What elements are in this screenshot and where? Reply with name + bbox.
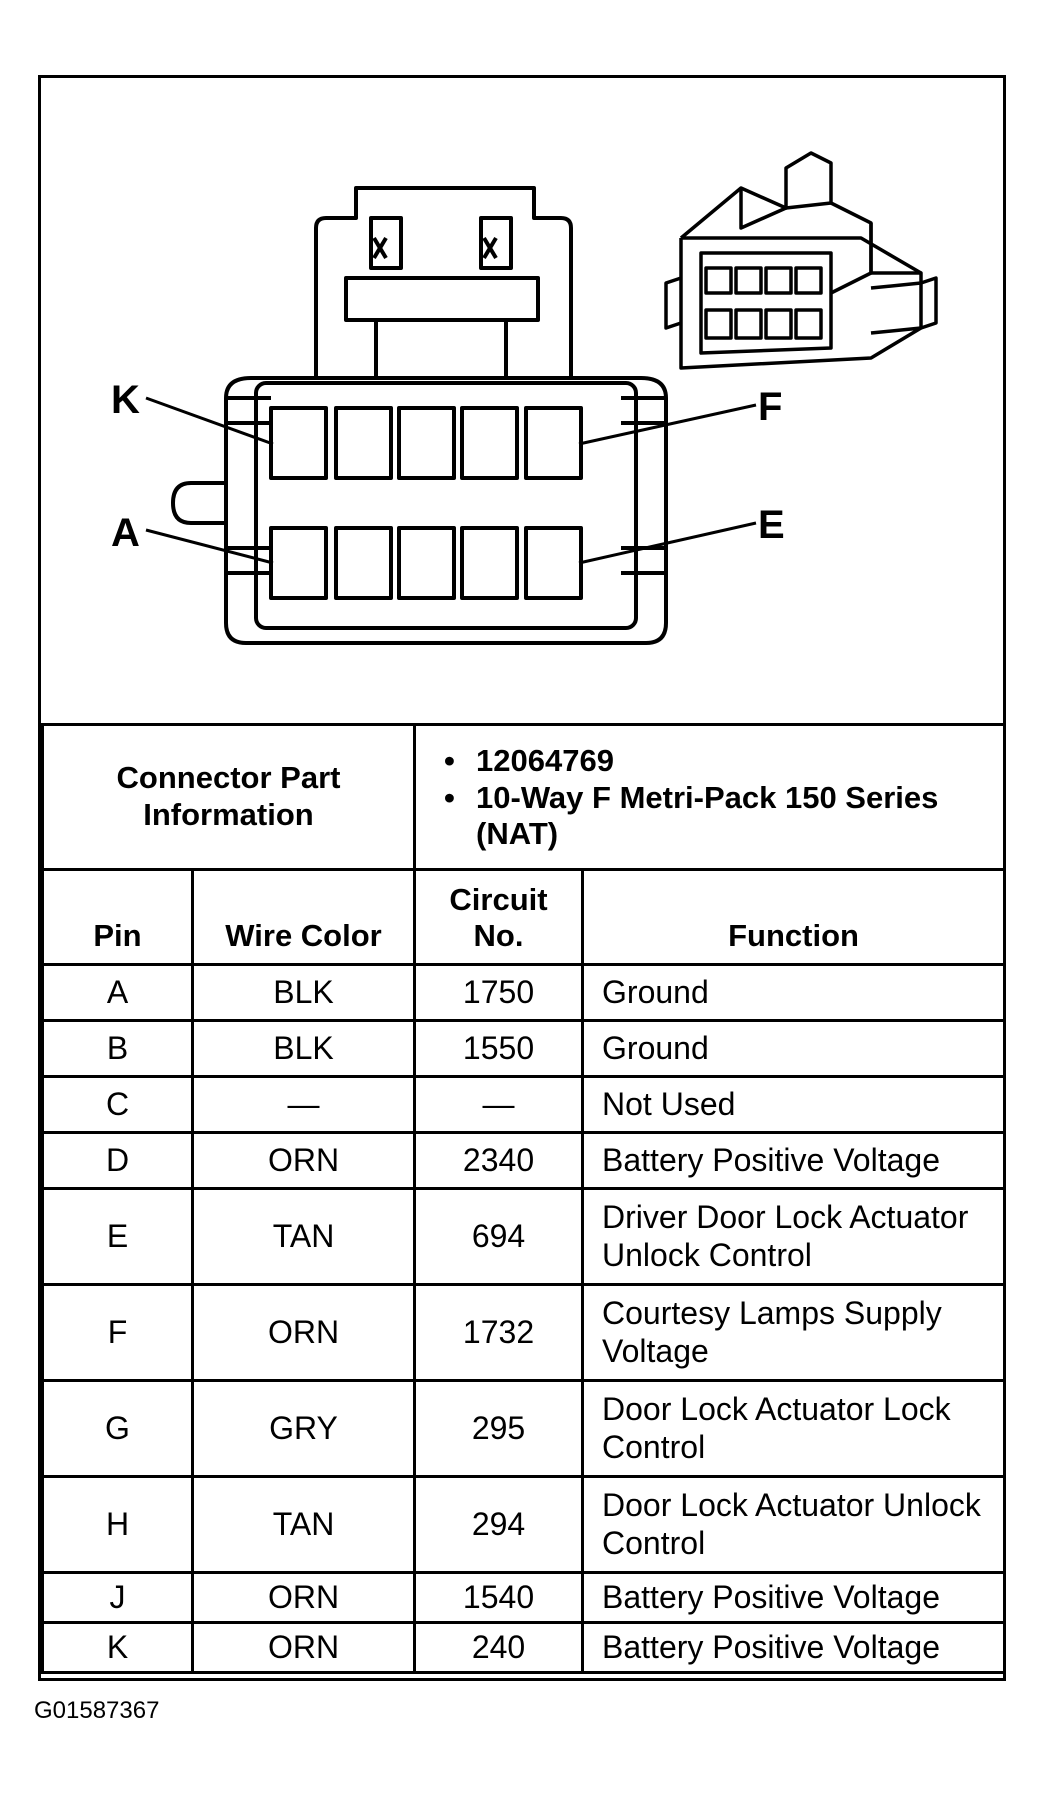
pin-cavity-e — [524, 526, 583, 600]
wire-color-cell: ORN — [190, 1131, 417, 1190]
function-cell: Ground — [581, 1019, 1007, 1078]
connector-info-list: 12064769 10-Way F Metri-Pack 150 Series … — [413, 723, 1007, 871]
leader-line-f — [578, 403, 757, 446]
connector-pinout-table: Connector Part Information 12064769 10-W… — [40, 723, 1007, 1674]
circuit-cell: 1540 — [413, 1571, 585, 1624]
pin-label-a: A — [111, 511, 140, 555]
pin-cell: B — [41, 1019, 194, 1078]
circuit-cell: 240 — [413, 1621, 585, 1674]
function-cell: Battery Positive Voltage — [581, 1131, 1007, 1190]
connector-info-row: Connector Part Information 12064769 10-W… — [40, 723, 1007, 871]
function-cell: Door Lock Actuator Lock Control — [581, 1379, 1007, 1478]
pin-cell: K — [41, 1621, 194, 1674]
pin-cavity-k — [269, 406, 328, 480]
function-cell: Ground — [581, 963, 1007, 1022]
wire-color-cell: — — [190, 1075, 417, 1134]
header-pin: Pin — [41, 868, 194, 966]
wire-color-cell: ORN — [190, 1283, 417, 1382]
circuit-cell: 1732 — [413, 1283, 585, 1382]
connector-isometric-illustration — [664, 151, 938, 370]
function-cell: Not Used — [581, 1075, 1007, 1134]
connector-face-diagram: K A F E — [111, 151, 938, 645]
header-wire-color: Wire Color — [190, 868, 417, 966]
pin-cavity-j — [334, 406, 393, 480]
connector-side-peg — [171, 481, 226, 525]
pin-label-k: K — [111, 378, 140, 422]
pin-cavity-a — [269, 526, 328, 600]
pin-cavity-d — [460, 526, 519, 600]
circuit-cell: 2340 — [413, 1131, 585, 1190]
connector-figure-frame: K A F E Connector Part Information 12064… — [38, 75, 1007, 1681]
pin-label-f: F — [758, 385, 782, 429]
figure-id: G01587367 — [34, 1697, 160, 1724]
connector-latch — [344, 276, 540, 322]
connector-face-inner — [254, 381, 638, 630]
connector-part-number: 12064769 — [444, 743, 993, 780]
circuit-cell: — — [413, 1075, 585, 1134]
pin-cell: C — [41, 1075, 194, 1134]
pin-cell: J — [41, 1571, 194, 1624]
circuit-cell: 694 — [413, 1187, 585, 1286]
wire-color-cell: GRY — [190, 1379, 417, 1478]
circuit-cell: 295 — [413, 1379, 585, 1478]
wire-color-cell: TAN — [190, 1475, 417, 1574]
pin-cavity-f — [524, 406, 583, 480]
function-cell: Door Lock Actuator Unlock Control — [581, 1475, 1007, 1574]
function-cell: Driver Door Lock Actuator Unlock Control — [581, 1187, 1007, 1286]
function-cell: Battery Positive Voltage — [581, 1621, 1007, 1674]
connector-info-label: Connector Part Information — [40, 723, 417, 871]
pin-cavity-g — [460, 406, 519, 480]
pin-cavity-b — [334, 526, 393, 600]
table-row: C——Not Used — [41, 1075, 1007, 1134]
table-header-row: Pin Wire Color Circuit No. Function — [41, 868, 1007, 966]
pin-cell: G — [41, 1379, 194, 1478]
wire-color-cell: ORN — [190, 1571, 417, 1624]
wire-color-cell: TAN — [190, 1187, 417, 1286]
leader-line-e — [578, 521, 757, 565]
pin-cell: E — [41, 1187, 194, 1286]
connector-body-outer — [224, 376, 668, 645]
connector-type: 10-Way F Metri-Pack 150 Series (NAT) — [444, 780, 993, 853]
pin-cell: A — [41, 963, 194, 1022]
connector-lock-tab — [314, 186, 573, 380]
circuit-cell: 294 — [413, 1475, 585, 1574]
leader-line-k — [145, 396, 274, 446]
pin-label-e: E — [758, 503, 785, 547]
header-function: Function — [581, 868, 1007, 966]
pin-cavity-h — [397, 406, 456, 480]
wire-color-cell: BLK — [190, 963, 417, 1022]
leader-line-a — [145, 528, 274, 565]
function-cell: Battery Positive Voltage — [581, 1571, 1007, 1624]
pin-cell: D — [41, 1131, 194, 1190]
circuit-cell: 1550 — [413, 1019, 585, 1078]
pin-cell: F — [41, 1283, 194, 1382]
header-circuit-no: Circuit No. — [413, 868, 585, 966]
pin-cell: H — [41, 1475, 194, 1574]
function-cell: Courtesy Lamps Supply Voltage — [581, 1283, 1007, 1382]
wire-color-cell: ORN — [190, 1621, 417, 1674]
circuit-cell: 1750 — [413, 963, 585, 1022]
pin-cavity-c — [397, 526, 456, 600]
wire-color-cell: BLK — [190, 1019, 417, 1078]
